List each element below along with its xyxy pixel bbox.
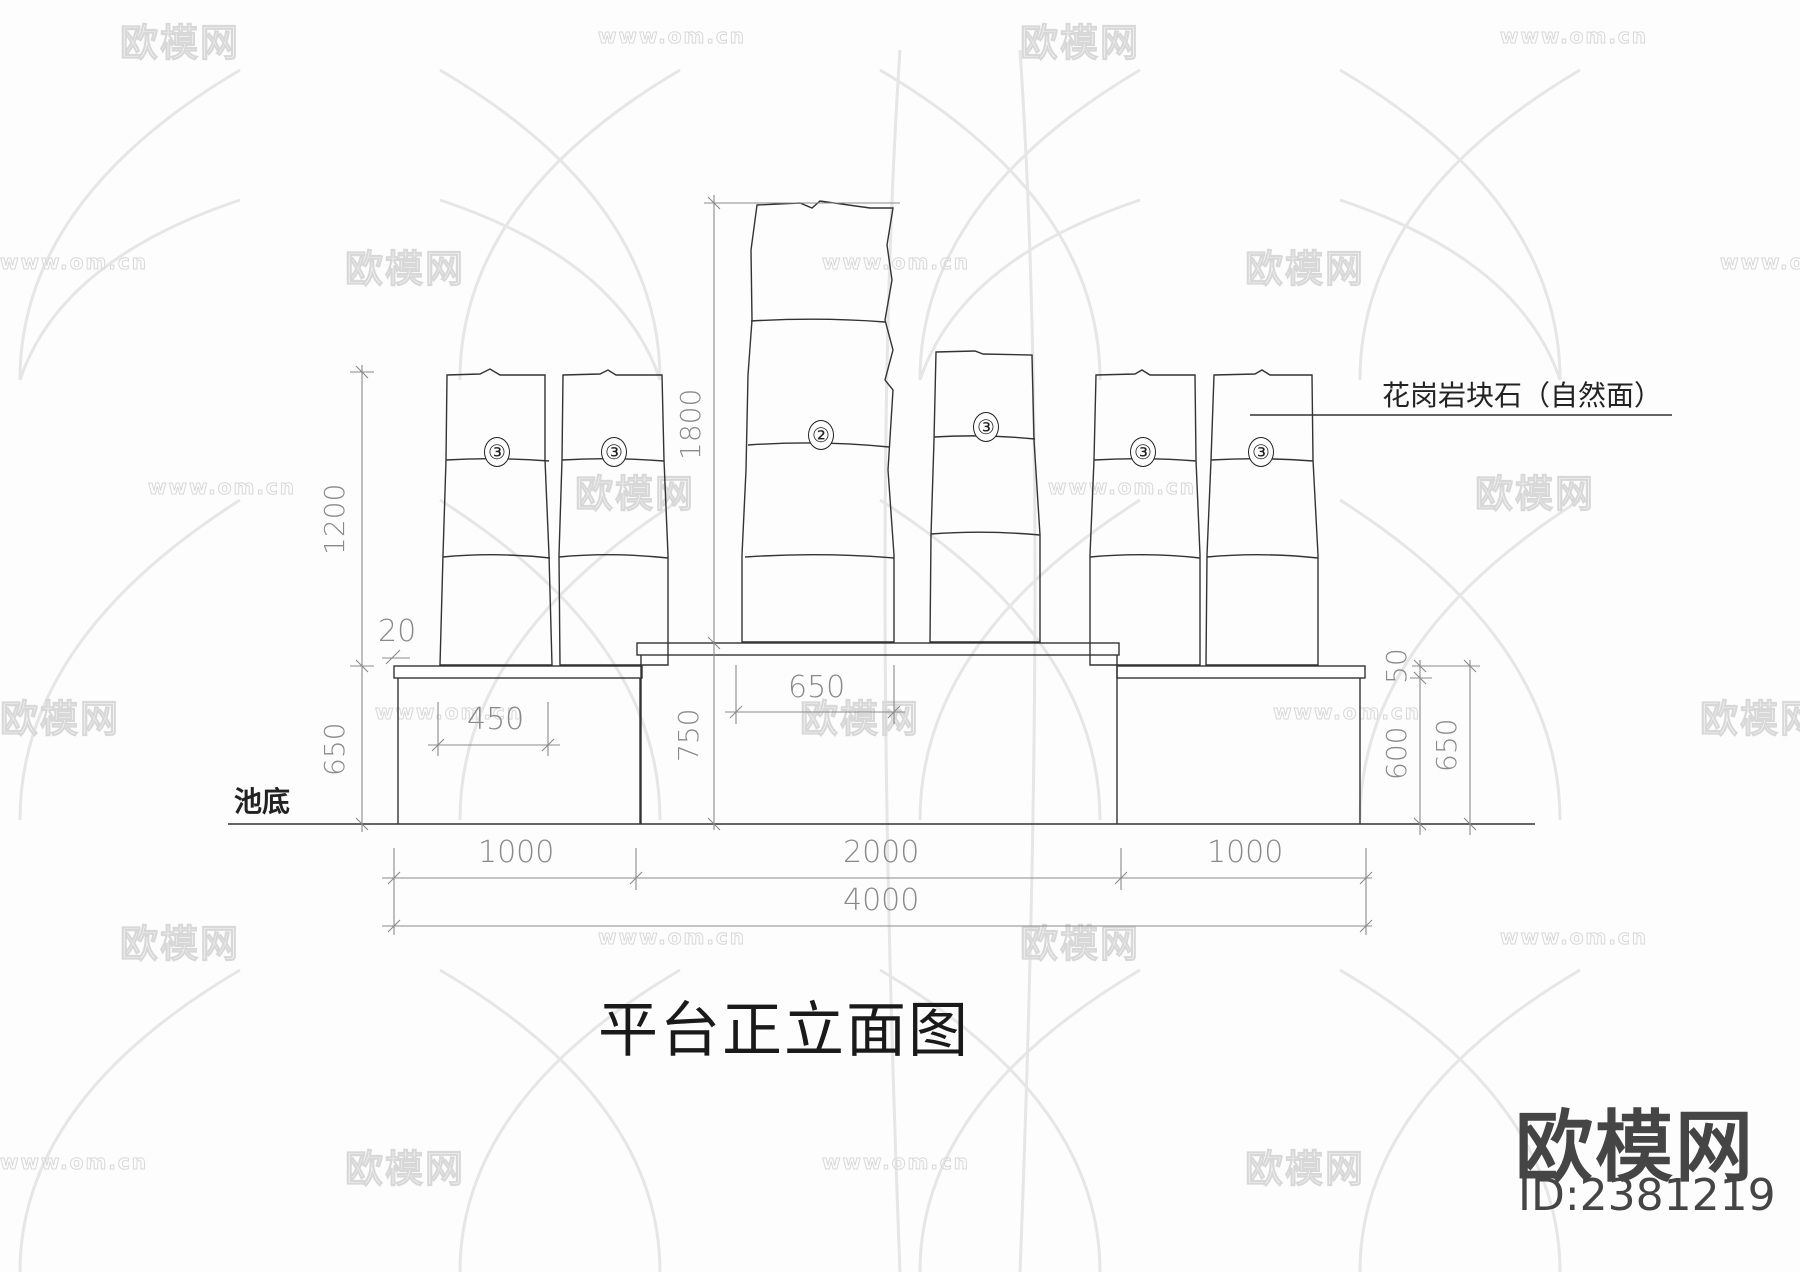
watermark-url: www.om.cn (147, 475, 297, 500)
left-platform-cap (393, 665, 643, 679)
watermark-url: www.om.cn (597, 24, 747, 49)
stone-marker-5: ③ (1130, 437, 1156, 467)
stone-column-1 (439, 368, 553, 666)
watermark-brand: 欧模网 (1019, 922, 1141, 967)
watermark-url: www.om.cn (0, 250, 149, 275)
watermark-brand: 欧模网 (0, 697, 121, 742)
stone-marker-1: ③ (484, 437, 510, 467)
stone-column-5 (1089, 369, 1201, 666)
watermark-brand: 欧模网 (1699, 697, 1800, 742)
watermark-url: www.om.cn (1499, 925, 1649, 950)
site-logo-brand: 欧模网 (1515, 1103, 1756, 1193)
stone-marker-3: ② (808, 420, 834, 450)
dim-right-cap-thickness: 50 (1380, 648, 1413, 684)
dim-left-platform-height: 650 (318, 722, 351, 776)
watermark-brand: 欧模网 (1474, 472, 1596, 517)
watermark-brand: 欧模网 (1244, 247, 1366, 292)
watermark-url: www.om.cn (1719, 250, 1800, 275)
dim-right-wall-height: 600 (1380, 726, 1413, 780)
stone-marker-4: ③ (973, 412, 999, 442)
dim-bottom-right-width: 1000 (1207, 835, 1284, 870)
dim-center-stone-height: 1800 (674, 388, 707, 460)
stone-column-2 (558, 369, 669, 666)
watermark-url: www.om.cn (821, 250, 971, 275)
stone-marker-2: ③ (601, 437, 627, 467)
dim-bottom-total-width: 4000 (843, 883, 920, 918)
dim-bottom-center-width: 2000 (843, 835, 920, 870)
watermark-brand: 欧模网 (344, 1147, 466, 1192)
watermark-url: www.om.cn (1272, 700, 1422, 725)
dim-bottom-left-width: 1000 (478, 835, 555, 870)
drawing-title: 平台正立面图 (598, 996, 970, 1066)
ground-label: 池底 (234, 785, 291, 818)
dim-center-inner-width: 650 (788, 670, 846, 705)
watermark-brand: 欧模网 (574, 472, 696, 517)
dim-left-inner-width: 450 (467, 702, 525, 737)
watermark-url: www.om.cn (821, 1150, 971, 1175)
site-logo-id: ID:2381219 (1518, 1170, 1776, 1221)
stone-column-4 (929, 350, 1041, 643)
watermark-url: www.om.cn (1499, 24, 1649, 49)
dim-left-cap-thickness: 20 (378, 614, 417, 649)
watermark-brand: 欧模网 (119, 922, 241, 967)
right-platform-cap (1116, 665, 1366, 679)
watermark-url: www.om.cn (597, 925, 747, 950)
stone-marker-6: ③ (1248, 437, 1274, 467)
watermark-brand: 欧模网 (799, 697, 921, 742)
dim-center-platform-height: 750 (672, 708, 705, 762)
watermark-brand: 欧模网 (119, 21, 241, 66)
watermark-brand: 欧模网 (344, 247, 466, 292)
center-platform-cap (636, 642, 1120, 656)
watermark-brand: 欧模网 (1244, 1147, 1366, 1192)
watermark-url: www.om.cn (0, 1150, 149, 1175)
watermark-url: www.om.cn (374, 700, 524, 725)
stone-column-6 (1205, 369, 1319, 666)
watermark-url: www.om.cn (1047, 475, 1197, 500)
dim-left-stone-height: 1200 (318, 483, 351, 555)
material-note: 花岗岩块石（自然面） (1382, 379, 1663, 412)
dim-right-platform-height: 650 (1430, 718, 1463, 772)
watermark-brand: 欧模网 (1019, 21, 1141, 66)
